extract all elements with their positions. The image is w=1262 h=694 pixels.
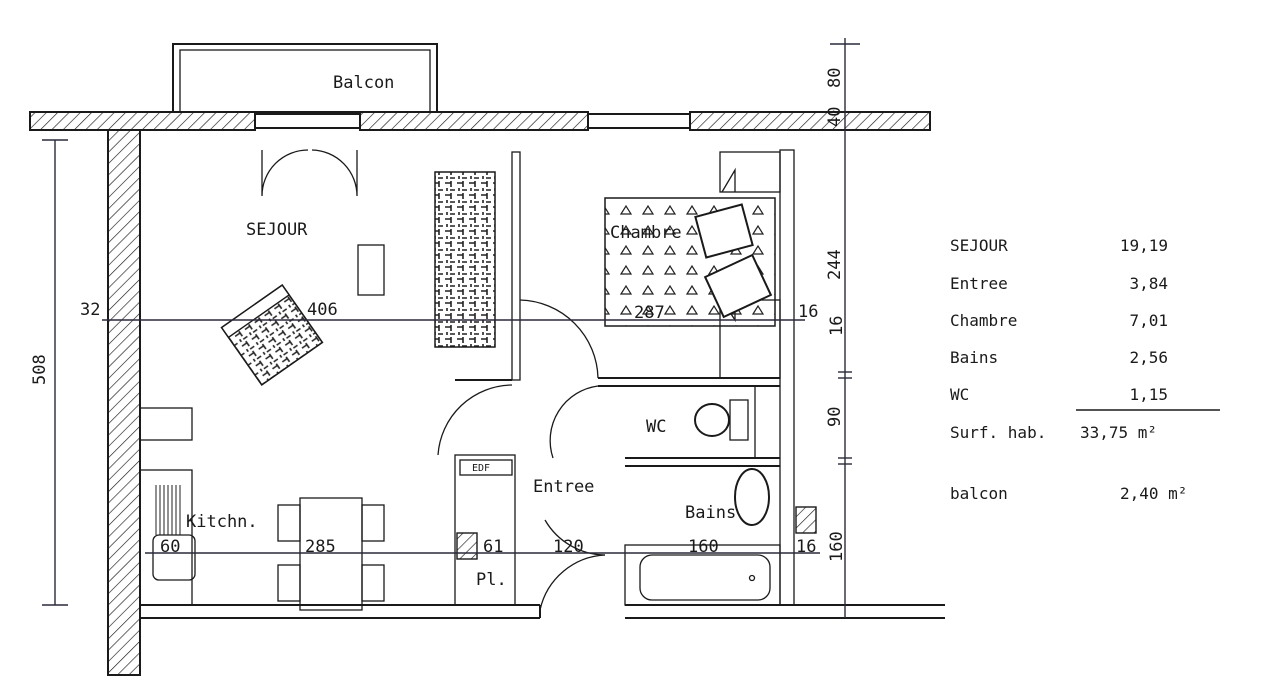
room-label-kitchen: Kitchn. bbox=[186, 512, 258, 532]
toilet bbox=[694, 403, 730, 437]
dining-table bbox=[299, 497, 363, 611]
dim-label: 61 bbox=[483, 537, 503, 557]
dim-label: 16 bbox=[827, 316, 847, 336]
area-value: 1,15 bbox=[1129, 385, 1168, 404]
room-label-bains: Bains bbox=[685, 503, 736, 523]
dim-label: 285 bbox=[305, 537, 336, 557]
area-balcony-value: 2,40 m² bbox=[1120, 484, 1187, 503]
dim-label: 160 bbox=[827, 531, 847, 562]
dim-label: 287 bbox=[634, 303, 665, 323]
area-value: 3,84 bbox=[1129, 274, 1168, 293]
room-label-chambre: Chambre bbox=[610, 223, 682, 243]
balcony bbox=[172, 43, 438, 113]
area-table: SEJOUR 19,19 Entree 3,84 Chambre 7,01 Ba… bbox=[950, 236, 1220, 503]
furniture bbox=[152, 171, 817, 611]
doors bbox=[261, 149, 736, 611]
room-label-wc: WC bbox=[646, 417, 666, 437]
area-label: WC bbox=[950, 385, 969, 404]
duct bbox=[456, 532, 478, 560]
area-balcony-label: balcon bbox=[950, 484, 1008, 503]
dim-overall-height: 508 bbox=[30, 354, 50, 385]
dim-label: 90 bbox=[825, 407, 845, 427]
left-wall bbox=[107, 129, 141, 676]
dim-label: 120 bbox=[553, 537, 584, 557]
dim-label: 16 bbox=[798, 302, 818, 322]
area-value: 7,01 bbox=[1129, 311, 1168, 330]
area-value: 19,19 bbox=[1120, 236, 1168, 255]
area-total-value: 33,75 m² bbox=[1080, 423, 1157, 442]
top-wall bbox=[29, 111, 931, 131]
room-label-sejour: SEJOUR bbox=[246, 220, 308, 240]
room-label-placard: Pl. bbox=[476, 570, 507, 590]
area-label: Bains bbox=[950, 348, 998, 367]
area-total-label: Surf. hab. bbox=[950, 423, 1046, 442]
dim-label: 16 bbox=[796, 537, 816, 557]
dim-label: 160 bbox=[688, 537, 719, 557]
label-edf: EDF bbox=[472, 463, 490, 474]
armchair bbox=[220, 283, 324, 387]
dimension-lines bbox=[42, 38, 860, 618]
window-sejour bbox=[254, 113, 361, 129]
washbasin bbox=[734, 468, 770, 526]
dim-label: 80 bbox=[825, 68, 845, 88]
duct bbox=[795, 506, 817, 534]
area-value: 2,56 bbox=[1129, 348, 1168, 367]
area-label: Entree bbox=[950, 274, 1008, 293]
bathtub bbox=[639, 554, 771, 601]
room-label-balcon: Balcon bbox=[333, 73, 394, 93]
dim-label: 60 bbox=[160, 537, 180, 557]
area-label: SEJOUR bbox=[950, 236, 1008, 255]
dim-label: 40 bbox=[825, 107, 845, 127]
dim-label: 32 bbox=[80, 300, 100, 320]
sink bbox=[152, 534, 196, 581]
side-table bbox=[357, 244, 385, 296]
area-label: Chambre bbox=[950, 311, 1017, 330]
sofa bbox=[434, 171, 496, 348]
window-chambre bbox=[587, 113, 691, 129]
dim-label: 244 bbox=[825, 249, 845, 280]
dim-label: 406 bbox=[307, 300, 338, 320]
room-label-entree: Entree bbox=[533, 477, 594, 497]
bottom-wall bbox=[140, 604, 945, 619]
